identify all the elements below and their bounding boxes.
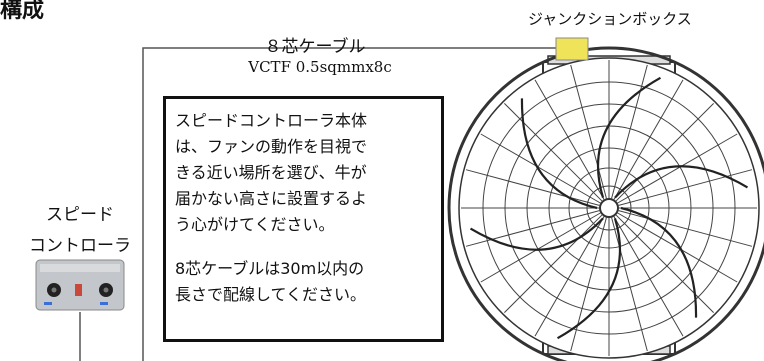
fan-blade — [469, 217, 604, 251]
note-line: う心がけてください。 — [175, 215, 335, 234]
cable-label: ８芯ケーブル — [264, 37, 366, 57]
note-line: は、ファンの動作を目視で — [175, 137, 368, 156]
fan-hub — [599, 198, 619, 218]
cable-spec: VCTF 0.5sqmmx8c — [248, 58, 392, 76]
fan-blade — [620, 206, 698, 318]
note-line: きる近い場所を選び、牛が — [175, 163, 367, 182]
fan-outer-ring — [447, 46, 764, 361]
fan-blade — [520, 98, 598, 210]
fan-blade — [596, 76, 661, 198]
cable-line — [142, 47, 556, 361]
speed-controller-label-line2: コントローラ — [29, 236, 131, 256]
fan-illustration — [447, 46, 764, 361]
fan-blade — [557, 218, 622, 340]
speed-controller-label: スピード コントローラ — [10, 200, 150, 262]
junction-box — [555, 37, 589, 61]
junction-box-label: ジャンクションボックス — [528, 10, 692, 28]
note-line: 届かない高さに設置するよ — [175, 189, 368, 208]
speed-controller-box — [35, 259, 125, 311]
note-line: スピードコントローラ本体 — [175, 111, 368, 130]
section-heading: 構成 — [0, 0, 45, 23]
note-line: 長さで配線してください。 — [175, 285, 367, 304]
note-line: 8芯ケーブルは30m以内の — [175, 259, 365, 278]
installation-note: スピードコントローラ本体 は、ファンの動作を目視で きる近い場所を選び、牛が 届… — [163, 96, 444, 342]
speed-controller-label-line1: スピード — [46, 205, 114, 225]
fan-blade — [614, 165, 749, 199]
switch-icon — [75, 284, 82, 296]
